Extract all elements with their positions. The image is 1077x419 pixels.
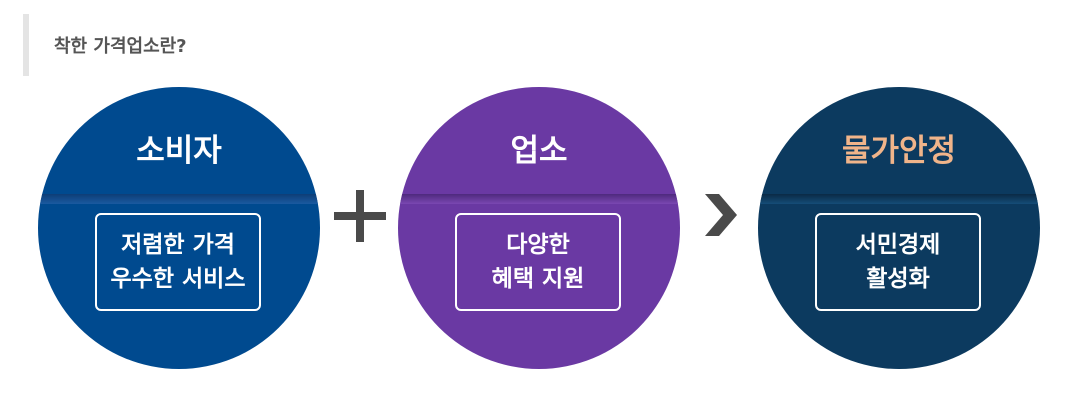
plus-icon bbox=[334, 190, 386, 242]
price-stability-effects-box: 서민경제 활성화 bbox=[815, 213, 981, 311]
consumer-benefit-line: 저렴한 가격 bbox=[121, 232, 235, 258]
heading-accent-bar bbox=[23, 14, 29, 76]
business-circle: 업소 다양한 혜택 지원 bbox=[398, 87, 680, 369]
consumer-benefit-line: 우수한 서비스 bbox=[110, 266, 246, 292]
circle-divider-band bbox=[758, 194, 1040, 204]
circle-divider-band bbox=[38, 194, 320, 204]
chevron-right-icon bbox=[705, 194, 737, 236]
consumer-benefits-box: 저렴한 가격 우수한 서비스 bbox=[95, 213, 261, 311]
price-stability-effect-line: 서민경제 bbox=[855, 232, 941, 258]
consumer-circle: 소비자 저렴한 가격 우수한 서비스 bbox=[38, 87, 320, 369]
page-title: 착한 가격업소란? bbox=[54, 36, 187, 57]
consumer-title: 소비자 bbox=[136, 133, 222, 169]
price-stability-effect-line: 활성화 bbox=[866, 266, 930, 292]
business-title: 업소 bbox=[510, 133, 568, 169]
business-benefit-line: 다양한 bbox=[506, 232, 570, 258]
circle-divider-band bbox=[398, 194, 680, 204]
price-stability-title: 물가안정 bbox=[841, 133, 957, 169]
price-stability-circle: 물가안정 서민경제 활성화 bbox=[758, 87, 1040, 369]
business-benefits-box: 다양한 혜택 지원 bbox=[455, 213, 621, 311]
business-benefit-line: 혜택 지원 bbox=[491, 266, 585, 292]
